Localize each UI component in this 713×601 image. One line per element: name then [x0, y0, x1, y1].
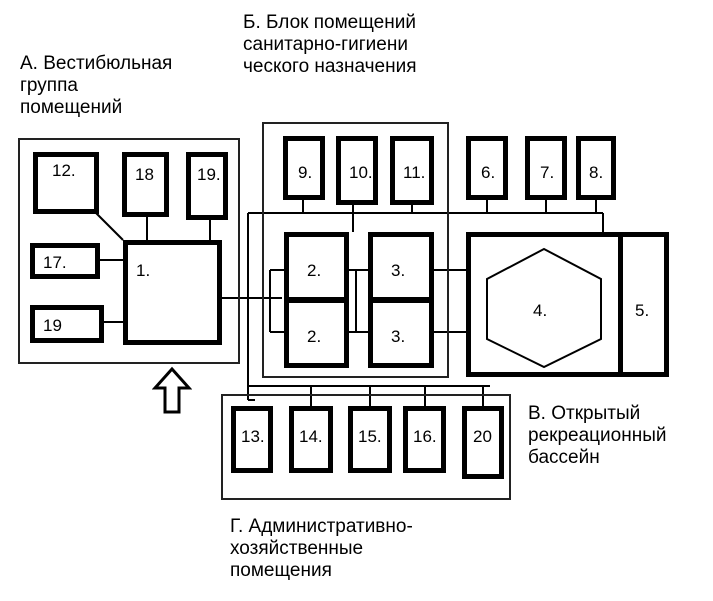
label-group-a: А. Вестибюльная группа помещений [20, 53, 173, 118]
room-1-hall: 1. [123, 240, 222, 345]
entrance-arrow-icon [152, 366, 192, 414]
group-g-frame [221, 394, 511, 500]
room-13: 13. [231, 406, 273, 473]
room-8: 8. [576, 136, 616, 200]
room-16: 16. [403, 406, 446, 473]
room-10: 10. [336, 136, 378, 205]
label-group-g: Г. Административно- хозяйственные помеще… [230, 516, 413, 581]
group-a-frame [18, 138, 240, 364]
room-2-bottom: 2. [284, 298, 349, 368]
room-15: 15. [348, 406, 392, 473]
hexagon-pool-icon [486, 247, 602, 369]
room-18: 18 [122, 152, 169, 217]
room-17: 17. [30, 243, 100, 279]
room-11: 11. [390, 136, 434, 205]
room-12: 12. [33, 152, 99, 214]
room-3-bottom: 3. [368, 298, 434, 368]
room-3-top: 3. [368, 232, 434, 302]
room-19-top: 19. [186, 152, 228, 220]
room-6: 6. [466, 136, 508, 200]
room-9: 9. [283, 136, 325, 200]
room-4-pool: 4. [466, 232, 623, 377]
room-19-bottom: 19 [30, 305, 104, 343]
room-20: 20 [462, 406, 504, 479]
room-7: 7. [525, 136, 567, 200]
room-14: 14. [289, 406, 333, 473]
group-b-frame [262, 122, 449, 378]
room-5: 5. [618, 232, 669, 377]
label-group-v: В. Открытый рекреационный бассейн [528, 403, 667, 468]
label-group-b: Б. Блок помещений санитарно-гигиени ческ… [243, 12, 417, 77]
wire-12-1 [94, 211, 124, 241]
room-2-top: 2. [284, 232, 349, 302]
